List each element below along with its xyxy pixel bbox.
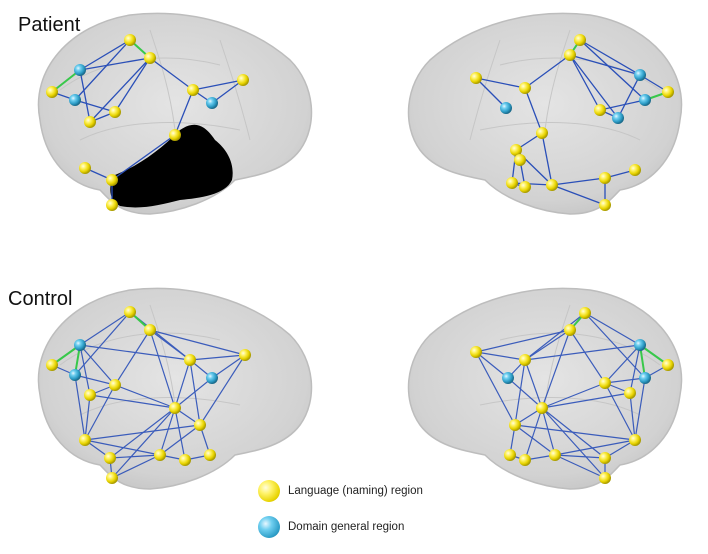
domain-node	[69, 369, 81, 381]
domain-node	[74, 64, 86, 76]
language-node	[599, 172, 611, 184]
language-node	[599, 199, 611, 211]
domain-node	[634, 339, 646, 351]
language-node	[629, 434, 641, 446]
domain-node	[639, 372, 651, 384]
nodes-control-right	[470, 307, 674, 484]
language-node	[662, 86, 674, 98]
language-node	[79, 162, 91, 174]
language-node	[599, 472, 611, 484]
language-node	[109, 106, 121, 118]
brain-patient-right	[407, 12, 683, 215]
language-node	[599, 452, 611, 464]
language-node	[536, 127, 548, 139]
legend-item-language: Language (naming) region	[258, 480, 423, 502]
language-node	[629, 164, 641, 176]
language-node	[124, 34, 136, 46]
language-node	[184, 354, 196, 366]
language-node	[564, 324, 576, 336]
domain-node	[634, 69, 646, 81]
language-node	[536, 402, 548, 414]
language-node	[599, 377, 611, 389]
patient-label: Patient	[18, 14, 81, 36]
language-node	[204, 449, 216, 461]
language-node	[104, 452, 116, 464]
brain-control-right	[407, 287, 683, 490]
language-node	[106, 199, 118, 211]
language-node	[519, 354, 531, 366]
domain-node	[502, 372, 514, 384]
language-node	[470, 346, 482, 358]
edges-control-right	[475, 312, 669, 479]
language-node	[624, 387, 636, 399]
language-node	[579, 307, 591, 319]
language-node	[470, 72, 482, 84]
language-node	[662, 359, 674, 371]
language-node	[154, 449, 166, 461]
domain-node	[74, 339, 86, 351]
language-node	[574, 34, 586, 46]
language-node	[504, 449, 516, 461]
language-node	[79, 434, 91, 446]
language-node	[239, 349, 251, 361]
domain-node	[206, 97, 218, 109]
language-node	[106, 174, 118, 186]
language-node	[509, 419, 521, 431]
language-node	[506, 177, 518, 189]
domain-node	[69, 94, 81, 106]
language-node	[46, 86, 58, 98]
language-node	[594, 104, 606, 116]
language-node	[169, 129, 181, 141]
legend-item-domain: Domain general region	[258, 516, 404, 538]
language-node	[46, 359, 58, 371]
language-node	[169, 402, 181, 414]
nodes-control-left	[46, 306, 251, 484]
legend-language-label: Language (naming) region	[288, 485, 423, 497]
control-label: Control	[8, 288, 73, 310]
language-node	[549, 449, 561, 461]
language-node	[144, 324, 156, 336]
nodes-patient-left	[46, 34, 249, 211]
language-node	[187, 84, 199, 96]
language-node	[546, 179, 558, 191]
language-node	[519, 82, 531, 94]
domain-node	[206, 372, 218, 384]
language-node	[124, 306, 136, 318]
domain-node-swatch-icon	[258, 516, 280, 538]
language-node-swatch-icon	[258, 480, 280, 502]
domain-node	[500, 102, 512, 114]
language-node	[519, 454, 531, 466]
nodes-patient-right	[470, 34, 674, 211]
language-node	[84, 116, 96, 128]
brain-control-left	[37, 287, 313, 490]
language-node	[109, 379, 121, 391]
language-node	[519, 181, 531, 193]
domain-node	[639, 94, 651, 106]
language-node	[106, 472, 118, 484]
language-node	[144, 52, 156, 64]
domain-node	[612, 112, 624, 124]
language-node	[179, 454, 191, 466]
legend-domain-label: Domain general region	[288, 521, 405, 533]
language-node	[84, 389, 96, 401]
lesion-mask	[110, 124, 233, 208]
language-node	[194, 419, 206, 431]
language-node	[237, 74, 249, 86]
language-node	[514, 154, 526, 166]
language-node	[510, 144, 522, 156]
language-node	[564, 49, 576, 61]
